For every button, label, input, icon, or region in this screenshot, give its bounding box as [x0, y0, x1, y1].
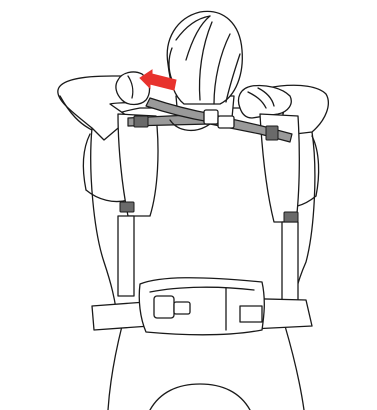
lower-body: [108, 326, 304, 410]
sternum-strap-slider-left: [134, 116, 148, 127]
sternum-strap-buckle-male: [218, 116, 234, 128]
sternum-strap-slider-right: [266, 126, 278, 140]
hip-belt-buckle-female: [154, 296, 174, 318]
right-strap-buckle: [284, 212, 298, 222]
hip-belt-buckle-male: [174, 302, 190, 314]
left-strap-buckle: [120, 202, 134, 212]
head: [167, 11, 242, 104]
sternum-strap-buckle: [204, 110, 218, 124]
